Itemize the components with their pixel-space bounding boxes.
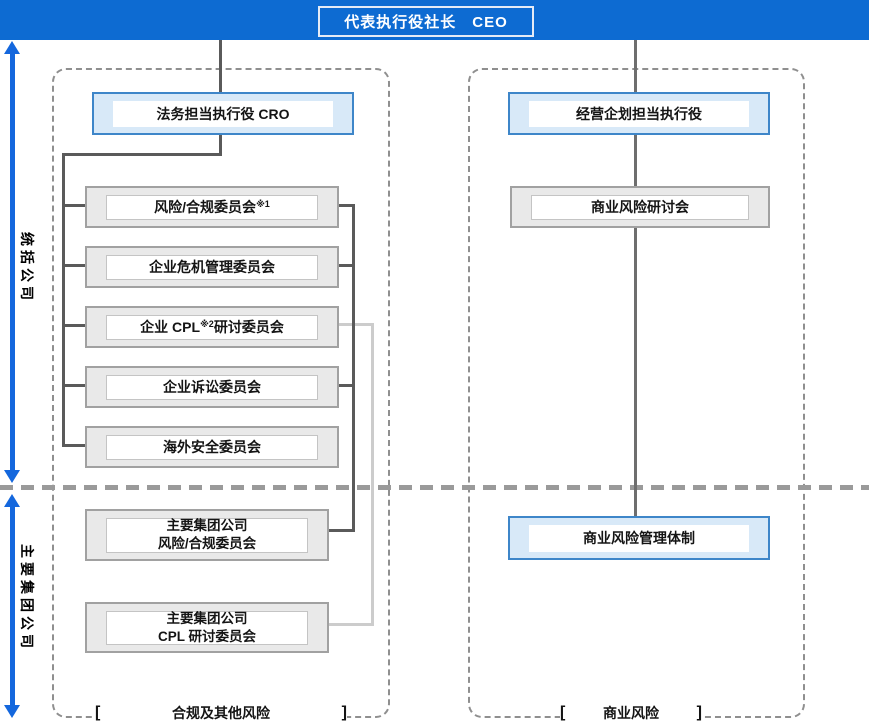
close-bracket: ] bbox=[696, 704, 702, 721]
connector-right-rail bbox=[352, 204, 355, 532]
business-risk-system-inner: 商业风险管理体制 bbox=[529, 524, 749, 552]
committee-label: 企业危机管理委员会 bbox=[149, 257, 275, 277]
business-risk-meeting-inner: 商业风险研讨会 bbox=[531, 194, 749, 220]
committee-inner: 企业诉讼委员会 bbox=[106, 374, 318, 400]
committee-label-text: 企业危机管理委员会 bbox=[149, 259, 275, 275]
connector-stub-3 bbox=[62, 324, 88, 327]
committee-label-sup: ※1 bbox=[256, 199, 270, 209]
business-footer-label: 商业风险 bbox=[603, 705, 659, 721]
connector-right-stub-4 bbox=[333, 384, 355, 387]
business-risk-meeting-label: 商业风险研讨会 bbox=[591, 199, 689, 215]
group-committee-line1: 主要集团公司 bbox=[166, 610, 248, 626]
connector-cro-jog bbox=[62, 153, 222, 156]
arrow-down-icon bbox=[4, 470, 20, 483]
group-committee-line2: 风险/合规委员会 bbox=[157, 536, 257, 551]
committee-box-overseas-safety: 海外安全委员会 bbox=[85, 426, 339, 468]
open-bracket: [ bbox=[95, 704, 101, 721]
committee-label-text: 海外安全委员会 bbox=[163, 439, 261, 455]
business-executive-label: 经营企划担当执行役 bbox=[576, 105, 702, 122]
side-label-group-companies: 主要集团公司 bbox=[19, 544, 35, 652]
business-risk-meeting-box: 商业风险研讨会 bbox=[510, 186, 770, 228]
business-executive-box: 经营企划担当执行役 bbox=[508, 92, 770, 135]
business-executive-inner: 经营企划担当执行役 bbox=[529, 100, 749, 127]
committee-inner: 企业 CPL※2研讨委员会 bbox=[106, 314, 318, 340]
cro-executive-inner: 法务担当执行役 CRO bbox=[113, 100, 333, 127]
close-bracket: ] bbox=[341, 704, 347, 721]
connector-left-rail bbox=[62, 153, 65, 447]
cro-executive-box: 法务担当执行役 CRO bbox=[92, 92, 354, 135]
committee-label-text: 企业诉讼委员会 bbox=[163, 379, 261, 395]
scope-arrow-bottom bbox=[10, 505, 15, 706]
committee-label-post: 研讨委员会 bbox=[213, 319, 284, 335]
connector-stub-2 bbox=[62, 264, 88, 267]
committee-label-text: 风险/合规委员会 bbox=[154, 199, 257, 215]
compliance-footer-label: 合规及其他风险 bbox=[172, 705, 270, 721]
committee-box-cpl: 企业 CPL※2研讨委员会 bbox=[85, 306, 339, 348]
compliance-footer: [ 合规及其他风险 ] bbox=[95, 702, 347, 724]
ceo-title: 代表执行役社长 CEO bbox=[344, 14, 508, 31]
committee-label: 海外安全委员会 bbox=[163, 437, 261, 457]
section-divider-line bbox=[0, 485, 869, 490]
connector-cpl-group-stub bbox=[321, 623, 374, 626]
committee-label: 企业诉讼委员会 bbox=[163, 377, 261, 397]
arrow-up-icon bbox=[4, 494, 20, 507]
business-footer: [ 商业风险 ] bbox=[560, 702, 702, 724]
connector-cpl-vertical bbox=[371, 323, 374, 626]
connector-right-stub-1 bbox=[333, 204, 355, 207]
committee-inner: 企业危机管理委员会 bbox=[106, 254, 318, 280]
connector-stub-5 bbox=[62, 444, 88, 447]
group-committee-inner: 主要集团公司 风险/合规委员会 bbox=[106, 517, 308, 553]
committee-inner: 海外安全委员会 bbox=[106, 434, 318, 460]
group-committee-inner: 主要集团公司 CPL 研讨委员会 bbox=[106, 610, 308, 645]
business-risk-system-label: 商业风险管理体制 bbox=[583, 530, 695, 546]
connector-business-trunk bbox=[634, 40, 637, 518]
committee-label: 风险/合规委员会※1 bbox=[154, 197, 270, 217]
connector-stub-1 bbox=[62, 204, 88, 207]
committee-box-risk-compliance: 风险/合规委员会※1 bbox=[85, 186, 339, 228]
group-committee-box-risk-compliance: 主要集团公司 风险/合规委员会 bbox=[85, 509, 329, 561]
header-bar: 代表执行役社长 CEO bbox=[0, 0, 869, 40]
committee-inner: 风险/合规委员会※1 bbox=[106, 194, 318, 220]
committee-box-litigation: 企业诉讼委员会 bbox=[85, 366, 339, 408]
group-committee-line1: 主要集团公司 bbox=[166, 518, 248, 534]
committee-label: 企业 CPL※2研讨委员会 bbox=[140, 317, 284, 337]
open-bracket: [ bbox=[560, 704, 566, 721]
group-committee-line2: CPL 研讨委员会 bbox=[157, 628, 256, 644]
side-label-holding-company: 统括公司 bbox=[19, 232, 35, 304]
connector-stub-4 bbox=[62, 384, 88, 387]
committee-label-sup: ※2 bbox=[200, 319, 214, 329]
cro-executive-label: 法务担当执行役 CRO bbox=[156, 105, 290, 122]
committee-label-text: 企业 CPL bbox=[140, 319, 201, 335]
scope-arrow-top bbox=[10, 52, 15, 473]
ceo-title-box: 代表执行役社长 CEO bbox=[318, 6, 534, 37]
group-committee-box-cpl: 主要集团公司 CPL 研讨委员会 bbox=[85, 602, 329, 653]
arrow-down-icon bbox=[4, 705, 20, 718]
connector-group-stub bbox=[323, 529, 355, 532]
business-risk-system-box: 商业风险管理体制 bbox=[508, 516, 770, 560]
connector-right-stub-2 bbox=[333, 264, 355, 267]
arrow-up-icon bbox=[4, 41, 20, 54]
committee-box-crisis: 企业危机管理委员会 bbox=[85, 246, 339, 288]
